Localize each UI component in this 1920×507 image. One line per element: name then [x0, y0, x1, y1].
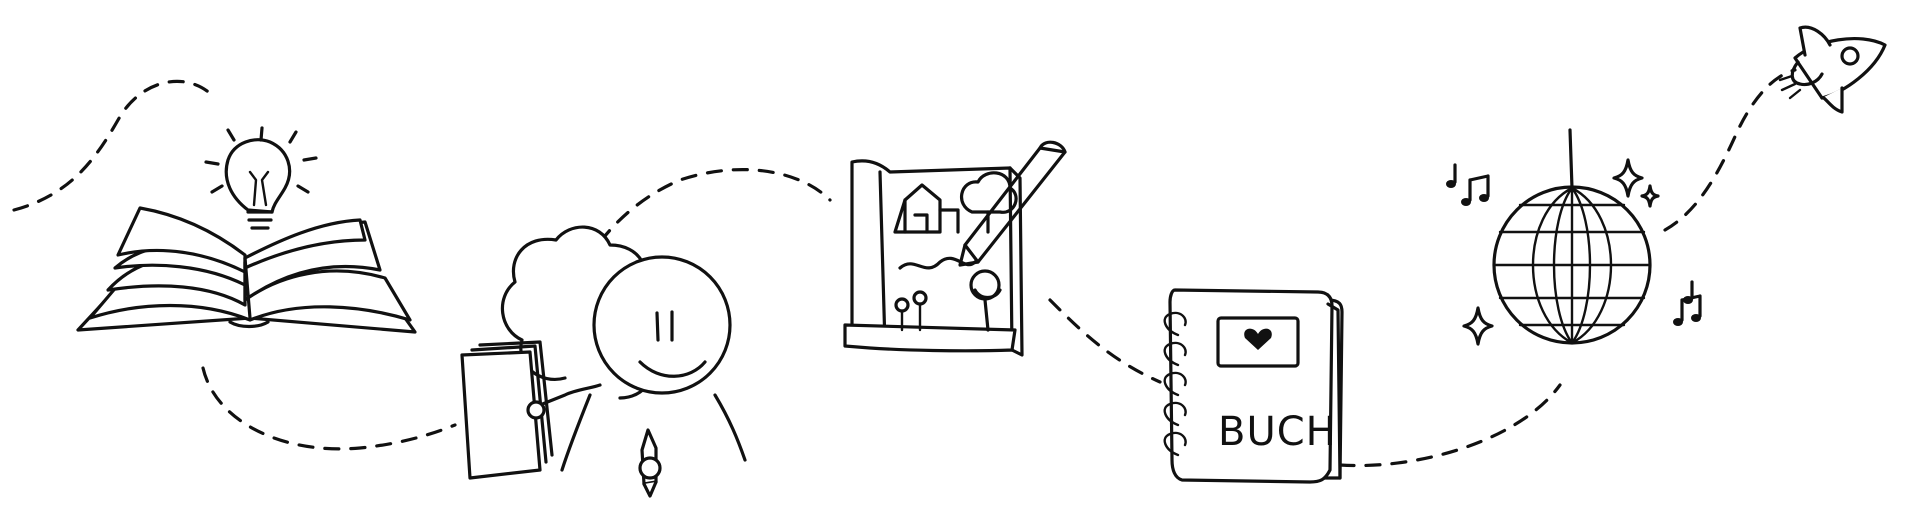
- rocket-icon: [1778, 25, 1887, 114]
- notebook-cover-text: BUCH: [1218, 409, 1337, 455]
- spiral-binding: [1163, 311, 1187, 457]
- lightbulb-icon: [204, 126, 318, 230]
- music-notes-icon: [1446, 163, 1702, 326]
- child-with-papers-icon: [460, 225, 747, 498]
- spiral-notebook-icon: BUCH: [1163, 288, 1344, 484]
- drawing-book-with-pencil-icon: [843, 140, 1067, 357]
- disco-ball-icon: [1492, 128, 1652, 345]
- dashed-journey-path: [12, 68, 1797, 468]
- sparkle-icon: [1462, 158, 1660, 346]
- open-book-icon: [76, 206, 417, 334]
